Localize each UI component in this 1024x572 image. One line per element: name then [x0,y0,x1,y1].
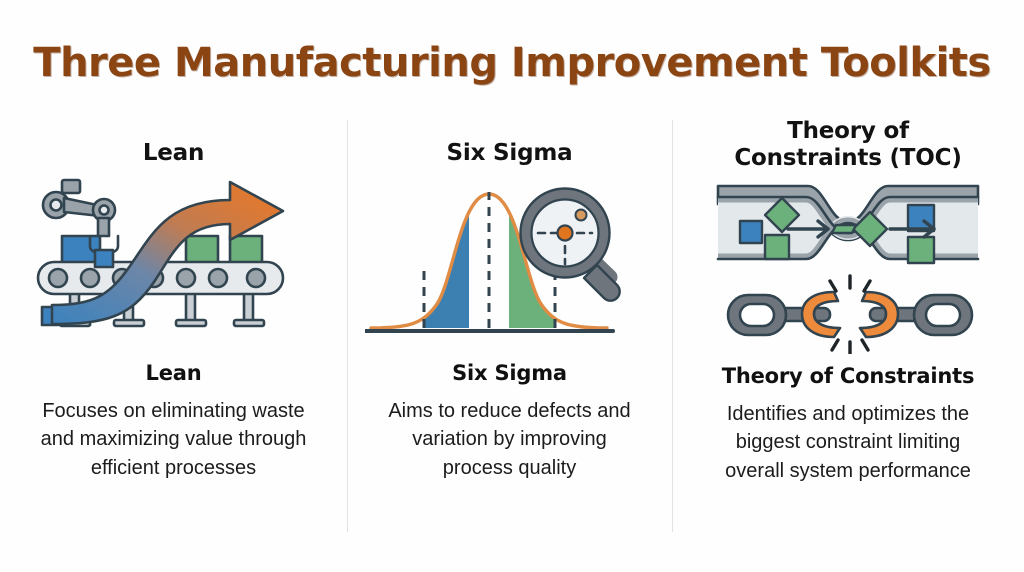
page-title: Three Manufacturing Improvement Toolkits [33,40,991,86]
column-divider-1 [347,120,348,532]
magnifier-icon [518,187,621,302]
bottleneck-and-broken-chain-icon [716,184,980,354]
column-heading-toc-line2: Constraints (TOC) [734,144,962,171]
bottleneck-pipe-icon [716,184,980,265]
column-six-sigma: Six Sigma [347,112,672,542]
column-divider-2 [672,120,673,532]
flow-arrow-icon [786,219,936,239]
lean-illustration [0,173,347,351]
column-heading-toc: Theory of Constraints (TOC) [734,118,961,172]
body-text-lean: Focuses on eliminating waste and maximiz… [40,399,307,479]
toolkit-columns: Lean [0,112,1024,542]
column-heading-six-sigma: Six Sigma [446,140,573,166]
sub-heading-lean: Lean [145,360,202,385]
sub-heading-toc: Theory of Constraints [721,363,975,388]
column-heading-toc-line1: Theory of [787,118,909,144]
break-spark-lines [828,274,872,354]
conveyor-belt-robot-arm-icon [36,179,284,328]
body-text-six-sigma: Aims to reduce defects and variation by … [388,399,631,479]
column-theory-of-constraints: Theory of Constraints (TOC) [672,112,1024,542]
broken-chain-icon [726,274,974,354]
normal-distribution-curve-icon [364,187,621,333]
body-text-toc: Identifies and optimizes the biggest con… [725,402,971,482]
six-sigma-illustration [347,173,672,351]
column-heading-lean: Lean [142,140,205,166]
toc-illustration [672,174,1024,354]
column-lean: Lean [0,112,347,542]
sub-heading-six-sigma: Six Sigma [452,360,567,385]
